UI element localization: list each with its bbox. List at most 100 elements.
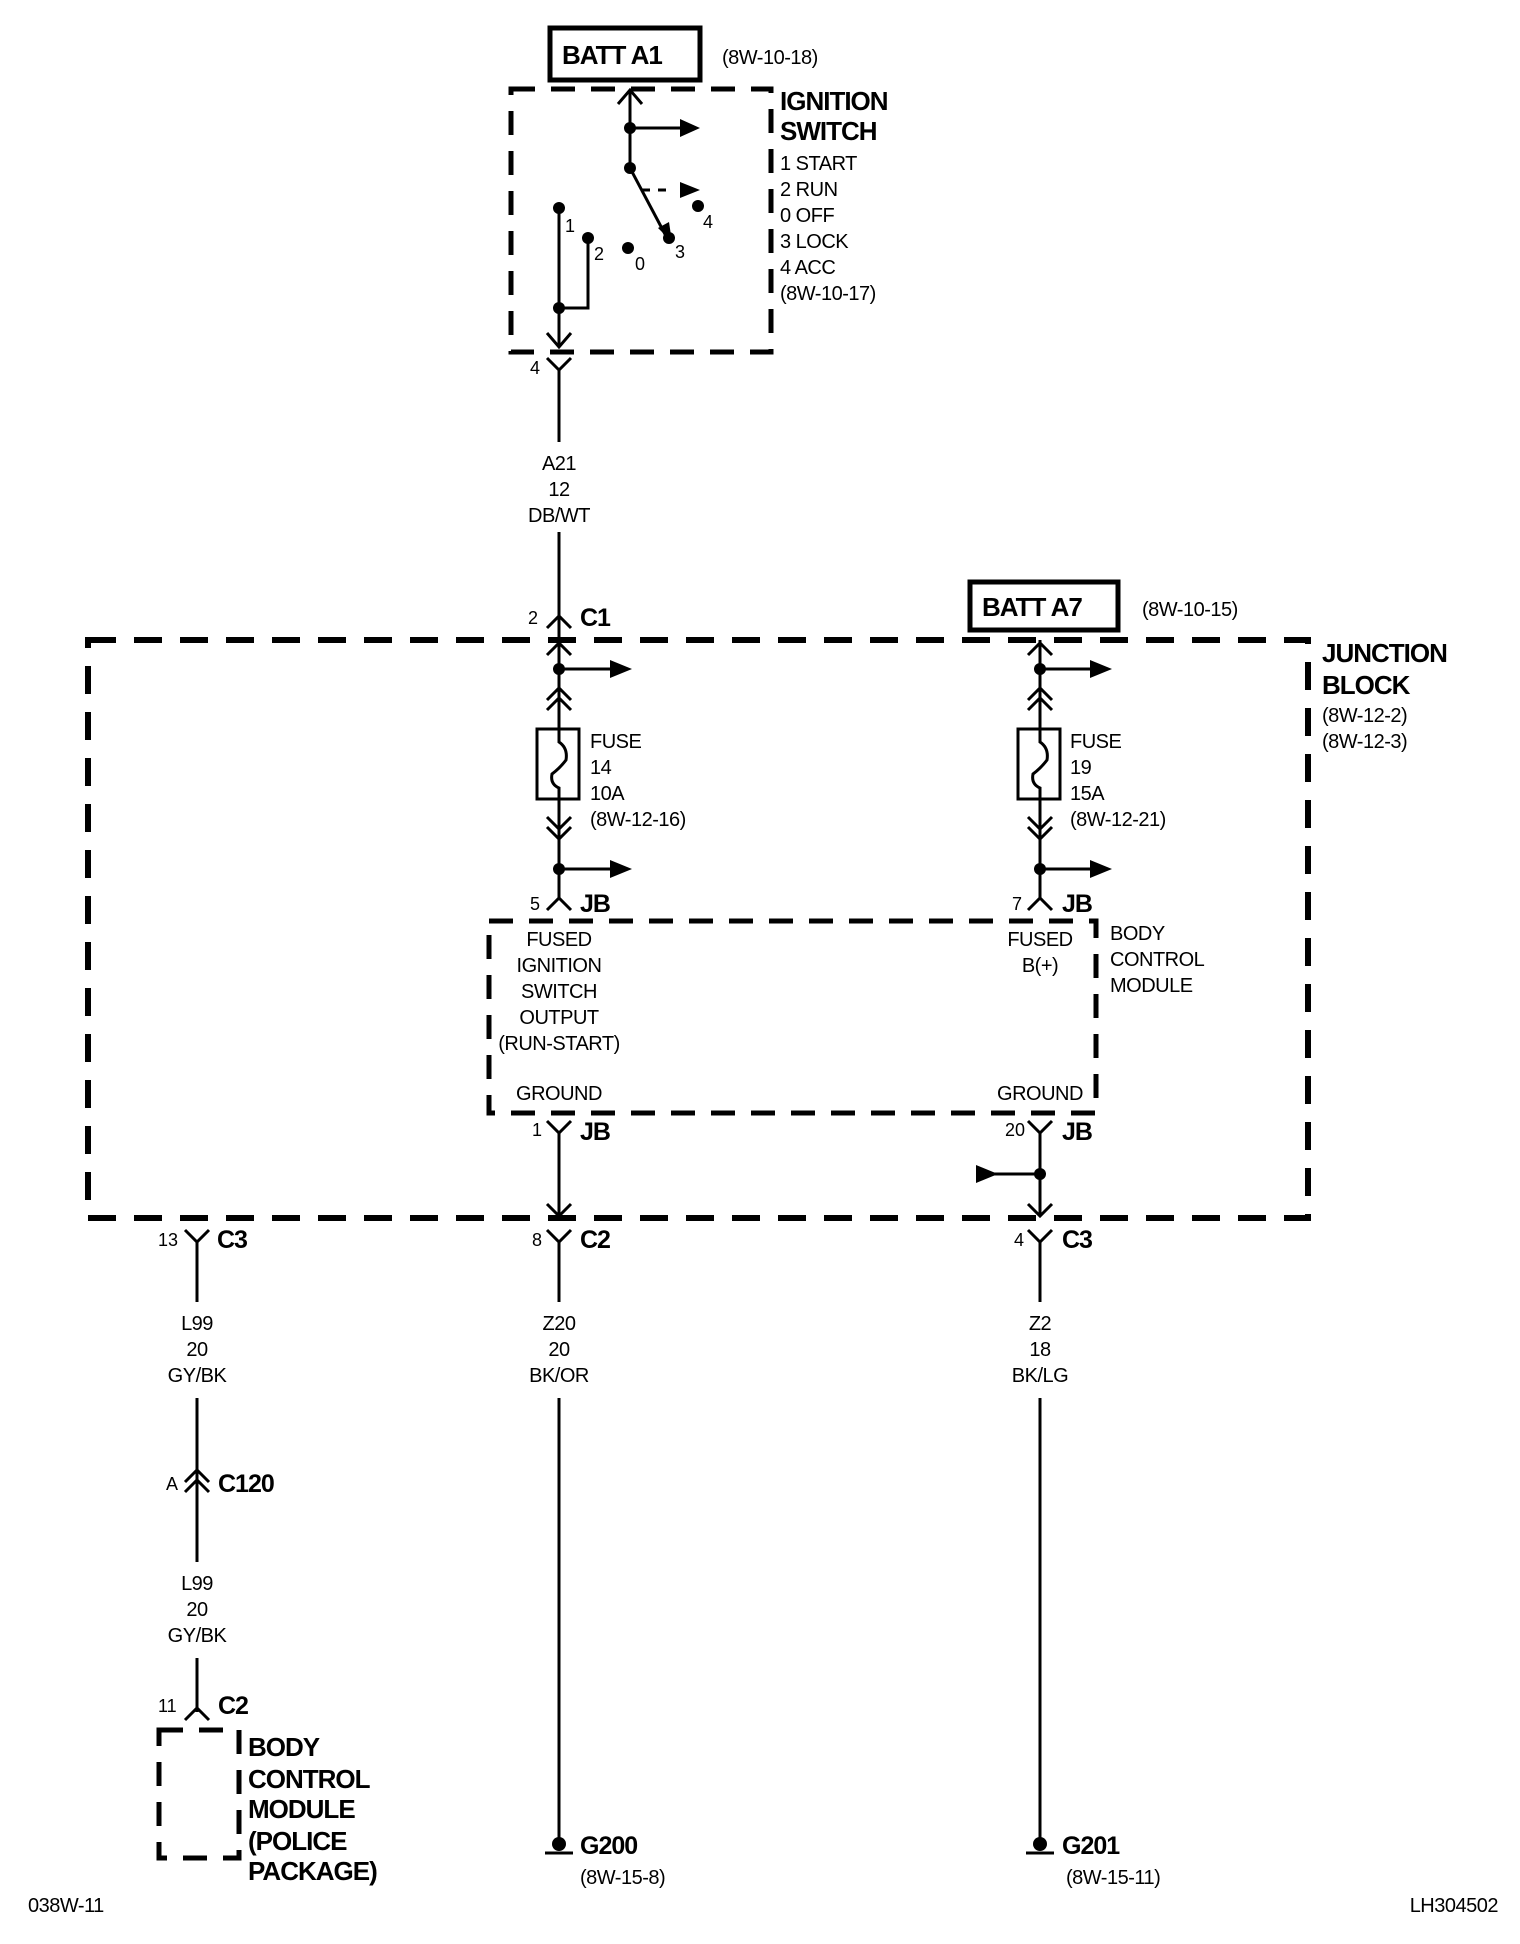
fuse-14-number: 14 [590, 757, 612, 779]
c120-name: C120 [218, 1470, 274, 1498]
bcm-police-title-4: (POLICE [248, 1826, 347, 1856]
g200-ground-icon [552, 1837, 566, 1851]
fuse-14-top-chevron-2-icon [545, 695, 573, 712]
fuse-19-top-chevron-1-icon [1026, 685, 1054, 702]
junction-block-ref-2[interactable]: (8W-12-3) [1322, 731, 1408, 753]
fuse-19-upper-arrow-icon [1090, 660, 1112, 678]
junction-block-title-1: JUNCTION [1322, 638, 1447, 668]
switch-output-splice-dot [553, 302, 565, 314]
ground-right-arrow-icon [1026, 1202, 1054, 1219]
c120-chevron-2-icon [183, 1477, 211, 1494]
g201-name: G201 [1062, 1832, 1120, 1860]
switch-position-acc: 4 ACC [780, 257, 835, 279]
c2-11-pin-label: 11 [158, 1696, 177, 1716]
switch-input-chevron-icon [616, 87, 644, 105]
fuse-19-ref[interactable]: (8W-12-21) [1070, 809, 1166, 831]
wire-z20-circuit: Z20 [543, 1313, 576, 1335]
c3-13-pin-label: 13 [158, 1230, 178, 1250]
fuse-14-bottom-chevron-2-icon [545, 825, 573, 842]
wire-l99-lower-color: GY/BK [168, 1625, 228, 1647]
c3-13-name: C3 [217, 1226, 247, 1254]
ignition-switch: 1 2 0 3 4 IGNITION SWITCH 1 START 2 RUN … [508, 86, 889, 355]
batt-a7-ref[interactable]: (8W-10-15) [1142, 599, 1238, 621]
contact-0-label: 0 [635, 254, 645, 274]
fuse-19-bottom-chevron-1-icon [1026, 815, 1054, 832]
bcm-ground-left: GROUND [516, 1083, 602, 1105]
jb-pin7-connector-icon [1026, 895, 1054, 912]
g200-ref[interactable]: (8W-15-8) [580, 1867, 666, 1889]
c2-8-name: C2 [580, 1226, 610, 1254]
g201-ref[interactable]: (8W-15-11) [1066, 1867, 1161, 1889]
bcm-fused-bplus-line-2: B(+) [1022, 955, 1058, 977]
fuse-14-lower-arrow-icon [610, 860, 632, 878]
junction-block-ref-1[interactable]: (8W-12-2) [1322, 705, 1408, 727]
jb-pin1-connector-icon [545, 1119, 573, 1136]
contact-2-label: 2 [594, 244, 604, 264]
contact-4-dot [692, 200, 704, 212]
bcm-title-3: MODULE [1110, 975, 1193, 997]
bcm-police-title-1: BODY [248, 1732, 320, 1762]
jb-pin1-name: JB [580, 1118, 610, 1146]
jb-pin20-label: 20 [1005, 1120, 1025, 1140]
fuse-19-label: FUSE [1070, 731, 1122, 753]
bcm-outline [486, 918, 1099, 1116]
batt-a1-label: BATT A1 [562, 40, 662, 70]
bcm-police-package: BODY CONTROL MODULE (POLICE PACKAGE) [156, 1727, 378, 1886]
ignition-switch-ref[interactable]: (8W-10-17) [780, 283, 876, 305]
fuse-19-element-icon [1031, 729, 1049, 799]
wire-l99-upper-circuit: L99 [181, 1313, 213, 1335]
contact-3-label: 3 [675, 242, 685, 262]
bcm-title-2: CONTROL [1110, 949, 1205, 971]
switch-position-start: 1 START [780, 153, 857, 175]
fuse-14-top-chevron-1-icon [545, 685, 573, 702]
jb-pin5-label: 5 [530, 894, 540, 914]
page-id: 038W-11 [28, 1895, 104, 1917]
ignition-switch-outline [508, 86, 774, 355]
fuse-14-element-icon [550, 729, 568, 799]
bcm-fused-ign-line-4: OUTPUT [519, 1007, 599, 1029]
c3-13-connector-icon [183, 1228, 211, 1245]
batt-a7-box [967, 579, 1121, 633]
contact-4-label: 4 [703, 212, 713, 232]
bcm-fused-ign-line-2: IGNITION [517, 955, 602, 977]
jb-pin5-name: JB [580, 890, 610, 918]
c1-connector-icon [545, 613, 573, 630]
fuse-14-bottom-chevron-1-icon [545, 815, 573, 832]
c1-pin-label: 2 [528, 608, 538, 628]
bcm-fused-ign-line-5: (RUN-START) [498, 1033, 620, 1055]
jb-pin7-label: 7 [1012, 894, 1022, 914]
c2-8-pin-label: 8 [532, 1230, 542, 1250]
c120-chevron-1-icon [183, 1467, 211, 1484]
bcm-fused-ign-line-3: SWITCH [521, 981, 597, 1003]
batt-a1-source: BATT A1 (8W-10-18) [547, 25, 818, 83]
ignition-switch-title-2: SWITCH [780, 116, 877, 146]
batt-a1-box [547, 25, 703, 83]
jb-pin1-label: 1 [532, 1120, 542, 1140]
wire-z20-gauge: 20 [548, 1339, 570, 1361]
bcm-fused-ign-line-1: FUSED [526, 929, 591, 951]
fuse-19-lower-arrow-icon [1090, 860, 1112, 878]
fuse-19-circuit: FUSE 19 15A (8W-12-21) 7 JB [1012, 640, 1166, 918]
fuse-14-label: FUSE [590, 731, 642, 753]
c3-4-connector-icon [1026, 1228, 1054, 1245]
wire-l99-lower-gauge: 20 [186, 1599, 208, 1621]
junction-block-title-2: BLOCK [1322, 670, 1411, 700]
g200-name: G200 [580, 1832, 637, 1860]
switch-branch-arrow-icon [680, 119, 700, 137]
c120-pin-label: A [166, 1474, 178, 1494]
ground-right-branch-arrow-icon [976, 1165, 998, 1183]
fuse-19-top-chevron-2-icon [1026, 695, 1054, 712]
jb-pin5-connector-icon [545, 895, 573, 912]
g201-ground-icon [1033, 1837, 1047, 1851]
c1-name-label: C1 [580, 604, 611, 632]
ground-left-arrow-icon [545, 1202, 573, 1219]
batt-a1-ref[interactable]: (8W-10-18) [722, 47, 818, 69]
wire-a21-circuit: A21 [542, 453, 576, 475]
switch-contact2-wire [559, 238, 590, 310]
wire-l99-upper-gauge: 20 [186, 1339, 208, 1361]
jb-pin20-name: JB [1062, 1118, 1092, 1146]
c2-8-connector-icon [545, 1228, 573, 1245]
fuse-14-ref[interactable]: (8W-12-16) [590, 809, 686, 831]
contact-1-label: 1 [565, 216, 575, 236]
